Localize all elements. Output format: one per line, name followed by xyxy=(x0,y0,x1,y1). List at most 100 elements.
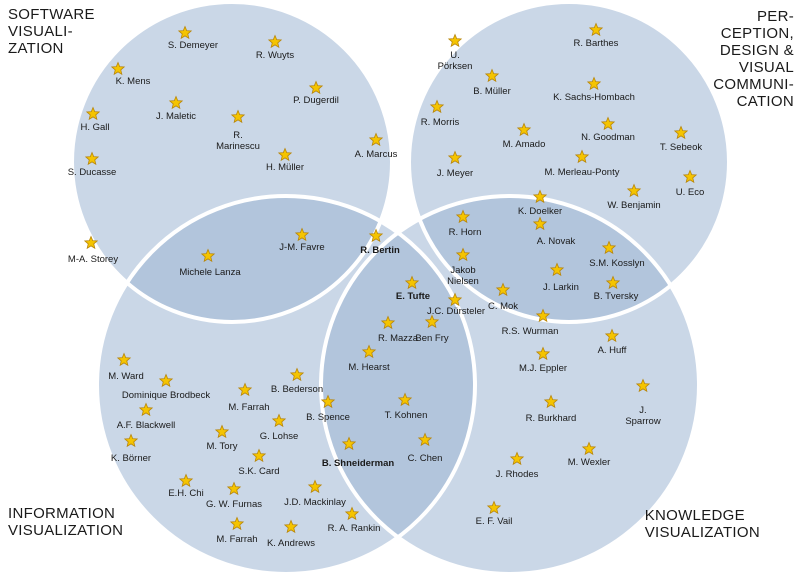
star-icon xyxy=(229,516,245,531)
person-name-label: Michele Lanza xyxy=(179,267,241,278)
star-icon xyxy=(237,382,253,397)
person-name-label: E. Tufte xyxy=(396,291,430,302)
person-name-label: R. Barthes xyxy=(574,38,619,49)
person-name-label: E. F. Vail xyxy=(476,516,513,527)
person-name-label: A. Marcus xyxy=(355,149,398,160)
person-name-label: M. Wexler xyxy=(568,457,611,468)
person-n-goodman-20: N. Goodman xyxy=(581,116,635,143)
person-name-label: S.K. Card xyxy=(238,466,279,477)
circle-knowledge-visualization-outline xyxy=(319,194,701,573)
star-icon xyxy=(307,479,323,494)
person-name-label: K. Sachs-Hombach xyxy=(553,92,635,103)
person-b-m-ller-16: B. Müller xyxy=(473,68,511,97)
person-k-sachs-hombach-17: K. Sachs-Hombach xyxy=(553,76,635,103)
person-a-novak-28: A. Novak xyxy=(532,216,576,247)
person-g-w-furnas-60: G. W. Furnas xyxy=(206,481,262,510)
star-icon xyxy=(168,95,184,110)
star-icon xyxy=(214,424,230,439)
person-name-label: M. Farrah xyxy=(216,534,257,545)
star-icon xyxy=(277,147,293,162)
person-name-label: R.S. Wurman xyxy=(502,326,559,337)
star-icon xyxy=(83,235,99,250)
person-name-label: R. A. Rankin xyxy=(328,523,381,534)
person-name-label: R. Wuyts xyxy=(256,50,295,61)
person-name-label: J.Sparrow xyxy=(625,405,661,427)
person-m-j-eppler-41: M.J. Eppler xyxy=(519,346,567,374)
person-name-label: R. Horn xyxy=(449,227,482,238)
star-icon xyxy=(283,519,299,534)
person-s-demeyer-0: S. Demeyer xyxy=(168,25,218,51)
person-name-label: E.H. Chi xyxy=(168,488,203,499)
person-name-label: H. Gall xyxy=(80,122,109,133)
person-dominique-brodbeck-43: Dominique Brodbeck xyxy=(122,373,210,401)
star-icon xyxy=(605,275,621,290)
person-michele-lanza-10: Michele Lanza xyxy=(179,248,241,278)
person-r-burkhard-50: R. Burkhard xyxy=(526,394,576,424)
person-k-b-rner-53: K. Börner xyxy=(111,433,151,464)
star-icon xyxy=(447,292,463,307)
person-name-label: C. Chen xyxy=(408,453,443,464)
star-icon xyxy=(85,106,101,121)
star-icon xyxy=(344,506,360,521)
person-name-label: M. Hearst xyxy=(348,362,390,373)
person-name-label: M. Ward xyxy=(108,371,144,382)
person-m-farrah-45: M. Farrah xyxy=(228,382,270,413)
person-b-spence-47: B. Spence xyxy=(306,394,350,423)
person-name-label: C. Mok xyxy=(488,301,518,312)
star-icon xyxy=(535,346,551,361)
star-icon xyxy=(110,61,126,76)
star-icon xyxy=(486,500,502,515)
star-icon xyxy=(588,22,604,37)
star-icon xyxy=(271,413,287,428)
person-e-f-vail-63: E. F. Vail xyxy=(476,500,513,527)
person-h-gall-5: H. Gall xyxy=(80,106,110,133)
person-j-larkin-31: J. Larkin xyxy=(543,262,579,293)
person-s-ducasse-8: S. Ducasse xyxy=(68,151,116,178)
person-m-ward-42: M. Ward xyxy=(108,352,144,382)
person-name-label: U. Eco xyxy=(676,187,705,198)
circle-perception-design-outline xyxy=(407,0,731,324)
person-b-shneiderman-54: B. Shneiderman xyxy=(322,436,394,469)
star-icon xyxy=(417,432,433,447)
star-icon xyxy=(116,352,132,367)
person-g-lohse-52: G. Lohse xyxy=(260,413,298,442)
star-icon xyxy=(447,150,463,165)
star-icon xyxy=(177,25,193,40)
person-name-label: J. Meyer xyxy=(437,168,473,179)
person-m-wexler-57: M. Wexler xyxy=(568,441,611,468)
person-name-label: B. Spence xyxy=(306,412,350,423)
person-j-maletic-3: J. Maletic xyxy=(156,95,196,122)
circle-software-visualization-outline xyxy=(70,0,394,324)
person-r-bertin-13: R. Bertin xyxy=(360,228,400,256)
star-icon xyxy=(635,378,651,393)
star-icon xyxy=(424,314,440,329)
star-icon xyxy=(368,132,384,147)
person-name-label: M. Amado xyxy=(503,139,546,150)
person-r-marinescu-6: R.Marinescu xyxy=(216,109,260,152)
person-m-amado-19: M. Amado xyxy=(503,122,546,150)
person-name-label: A. Huff xyxy=(598,345,627,356)
label-information-visualization: INFORMATION VISUALIZATION xyxy=(8,505,124,539)
person-j-meyer-22: J. Meyer xyxy=(437,150,473,179)
star-icon xyxy=(673,125,689,140)
person-name-label: M. Farrah xyxy=(228,402,269,413)
person-j-d-mackinlay-61: J.D. Mackinlay xyxy=(284,479,346,508)
person-name-label: J-M. Favre xyxy=(279,242,324,253)
star-icon xyxy=(455,209,471,224)
person-k-andrews-65: K. Andrews xyxy=(267,519,315,549)
star-icon xyxy=(267,34,283,49)
person-k-mens-2: K. Mens xyxy=(110,61,151,87)
person-a-f-blackwell-46: A.F. Blackwell xyxy=(117,402,175,431)
person-name-label: J. Maletic xyxy=(156,111,196,122)
star-icon xyxy=(380,315,396,330)
star-icon xyxy=(289,367,305,382)
person-name-label: R.Marinescu xyxy=(216,130,260,152)
person-name-label: R. Morris xyxy=(421,117,460,128)
star-icon xyxy=(404,275,420,290)
star-icon xyxy=(484,68,500,83)
person-m-a-storey-9: M-A. Storey xyxy=(68,235,118,265)
label-perception-design-visual-communication: PER- CEPTION, DESIGN & VISUAL COMMUNI- C… xyxy=(713,8,794,110)
